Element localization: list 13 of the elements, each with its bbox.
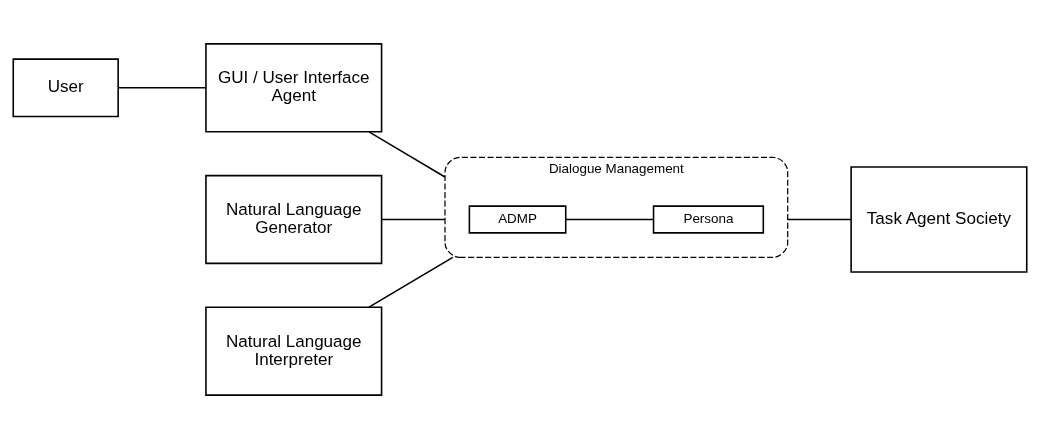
connector	[117, 86, 207, 89]
node-box: GUI / User Interface Agent	[205, 42, 383, 132]
node-box: User	[12, 57, 119, 117]
connector	[368, 256, 454, 308]
node-box: Natural Language Interpreter	[205, 306, 383, 396]
node-box: Natural Language Generator	[205, 174, 383, 264]
connector	[786, 218, 852, 220]
node-box: ADMP	[468, 204, 567, 234]
connector	[368, 130, 446, 178]
node-box: Task Agent Society	[850, 165, 1028, 273]
node-box: Persona	[652, 204, 765, 234]
connector	[565, 218, 655, 220]
connector	[381, 218, 446, 220]
